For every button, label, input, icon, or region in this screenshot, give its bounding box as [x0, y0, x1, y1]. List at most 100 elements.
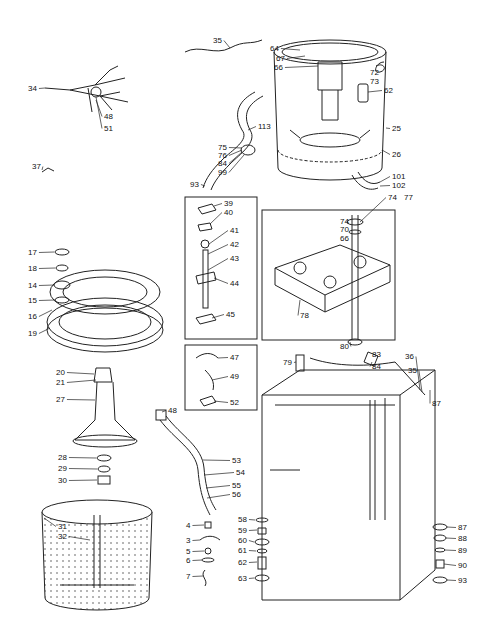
callout-number: 89 — [458, 546, 467, 555]
callout-number: 54 — [236, 468, 245, 477]
callout-number: 6 — [186, 556, 190, 565]
wiring-harness — [45, 66, 128, 112]
parts-frame — [185, 345, 257, 410]
callout-number: 41 — [230, 226, 239, 235]
callout-number: 4 — [186, 521, 190, 530]
leader-line — [203, 460, 230, 462]
callout-number: 62 — [238, 558, 247, 567]
callout-number: 102 — [392, 181, 405, 190]
leader-line — [69, 457, 96, 459]
hose — [203, 92, 380, 190]
callout-number: 76 — [218, 151, 227, 160]
leader-line — [212, 315, 224, 319]
callout-number: 43 — [230, 254, 239, 263]
leader-line — [350, 342, 352, 347]
leader-line — [208, 259, 228, 271]
leader-line — [249, 519, 255, 521]
leader-line — [249, 578, 254, 580]
leader-line — [44, 518, 56, 527]
leader-line — [249, 562, 257, 564]
leader-line — [298, 300, 300, 316]
leader-line — [214, 278, 228, 284]
callout-number: 19 — [28, 329, 37, 338]
clip — [42, 168, 54, 172]
cabinet — [262, 370, 435, 600]
wire — [185, 40, 262, 52]
callout-number: 44 — [230, 279, 239, 288]
callout-number: 59 — [238, 526, 247, 535]
leader-line — [281, 49, 300, 51]
callout-number: 39 — [224, 199, 233, 208]
callout-number: 80 — [340, 342, 349, 351]
leader-line — [249, 541, 254, 543]
leader-line — [39, 300, 55, 302]
leader-line — [285, 66, 318, 68]
callout-number: 93 — [458, 576, 467, 585]
leader-line — [192, 540, 200, 542]
leader-line — [386, 128, 390, 130]
callout-number: 72 — [370, 68, 379, 77]
callout-number: 21 — [56, 378, 65, 387]
callout-number: 87 — [458, 523, 467, 532]
callout-number: 70 — [340, 225, 349, 234]
callout-number: 18 — [28, 264, 37, 273]
leader-line — [207, 495, 230, 499]
leader-line — [447, 527, 456, 529]
leader-line — [248, 127, 256, 131]
callout-number: 75 — [218, 143, 227, 152]
callout-number: 56 — [232, 490, 241, 499]
base-plate — [275, 215, 390, 345]
callout-number: 5 — [186, 547, 190, 556]
callout-number: 35 — [213, 36, 222, 45]
callout-number: 40 — [224, 208, 233, 217]
callout-number: 25 — [392, 124, 401, 133]
leader-line — [419, 371, 422, 393]
leader-line — [39, 310, 52, 317]
basket — [42, 500, 152, 610]
leader-line — [214, 204, 222, 207]
leader-line — [229, 147, 242, 149]
callout-number: 84 — [372, 362, 381, 371]
leader-line — [39, 268, 55, 270]
callout-number: 48 — [104, 112, 113, 121]
callout-number: 7 — [186, 572, 190, 581]
callout-number: 58 — [238, 515, 247, 524]
leader-line — [370, 362, 372, 367]
callout-number: 3 — [186, 536, 190, 545]
leader-line — [445, 550, 456, 552]
callout-number: 73 — [370, 77, 379, 86]
drain-hose — [156, 410, 216, 515]
leader-line — [430, 390, 431, 404]
callout-number: 28 — [58, 453, 67, 462]
leader-line — [192, 560, 202, 562]
leader-line — [287, 56, 305, 59]
tub-ring — [47, 270, 163, 352]
leader-line — [69, 468, 97, 470]
leader-line — [201, 185, 205, 187]
parts-frame — [262, 210, 395, 340]
callout-number: 51 — [104, 124, 113, 133]
suspension-parts — [196, 204, 218, 406]
leader-line — [42, 167, 44, 171]
leader-line — [96, 97, 102, 129]
leader-line — [39, 328, 50, 334]
leader-line — [224, 41, 230, 49]
callout-number: 55 — [232, 481, 241, 490]
callout-number: 17 — [28, 248, 37, 257]
leader-line — [212, 377, 228, 381]
leader-line — [67, 373, 94, 375]
callout-number: 35 — [408, 366, 417, 375]
callout-number: 49 — [230, 372, 239, 381]
callout-number: 64 — [270, 44, 279, 53]
callout-number: 78 — [300, 311, 309, 320]
leader-line — [380, 177, 390, 183]
leader-line — [192, 576, 203, 578]
callout-number: 66 — [274, 63, 283, 72]
leader-line — [192, 525, 204, 527]
callout-number: 15 — [28, 296, 37, 305]
callout-number: 37 — [32, 162, 41, 171]
callout-number: 90 — [458, 561, 467, 570]
callout-number: 101 — [392, 172, 405, 181]
